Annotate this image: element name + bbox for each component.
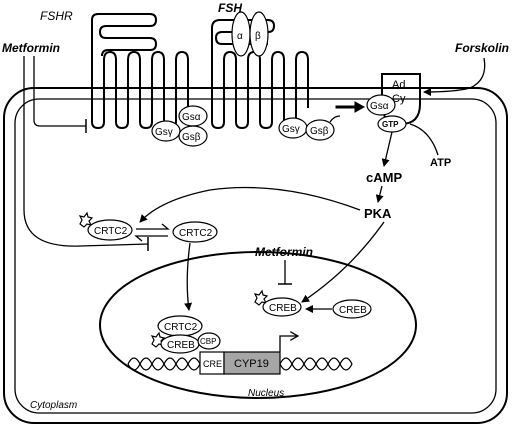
crtc2-complex-label: CRTC2 [164,322,198,333]
gtp-label: GTP [382,120,399,129]
adcy-label-line1: Ad [392,79,405,91]
crtc2-phospho-label: CRTC2 [94,226,128,237]
adcy-label-line2: Cy [392,93,406,105]
metformin-top-label: Metformin [2,41,60,55]
metformin-nucleus-label: Metformin [255,245,313,259]
gs-alpha-left-label: Gsα [182,112,201,123]
nucleus-envelope [99,251,417,399]
adcy-to-camp-arrow [381,131,393,167]
fsh-beta-subunit [249,11,269,57]
creb-phospho-label: CREB [269,303,297,314]
gs-gamma-mid-label: Gsγ [282,124,300,135]
cytoplasm-label: Cytoplasm [30,400,77,411]
camp-label: cAMP [366,170,402,185]
cyp19-gene [223,351,281,375]
creb-complex-label: CREB [167,340,195,351]
creb-label: CREB [339,305,367,316]
gs-beta-left [178,125,208,147]
pka-label: PKA [364,206,392,221]
fshr-receptor [91,13,189,130]
atp-to-adcy-line [409,123,439,156]
creb [332,299,372,319]
pka-to-creb-arrow [301,221,385,303]
equilibrium-forward [136,223,170,230]
cbp [197,332,221,350]
equilibrium-backward [134,235,168,242]
fsh-hormone: α β [231,11,269,57]
crtc2-to-nucleus-arrow [184,242,193,311]
metformin-inhibit-fshr [33,56,86,127]
gs-gamma-left [151,120,181,142]
crtc2-label: CRTC2 [179,228,213,239]
metformin-inhibit-crtc2 [23,56,149,247]
cbp-label: CBP [200,337,216,346]
crtc2-phospho [87,219,133,241]
phosphate-star-crtc2 [78,211,94,228]
gs-beta-left-label: Gsβ [182,132,201,143]
cell-membrane-inner [14,98,497,414]
nucleus-label: Nucleus [248,388,284,399]
phosphate-star-creb [253,289,269,306]
pka-to-crtc2-arrow [139,186,361,223]
camp-to-pka-arrow [375,185,384,203]
crtc2 [172,221,218,243]
gs-alpha-right-label: Gsα [370,101,389,112]
gs-beta-mid-label: Gsβ [310,126,329,137]
forskolin-label: Forskolin [455,41,509,55]
transcription-start-arrow [279,336,298,352]
fshr-label: FSHR [40,9,73,23]
gs-beta-mid-anchor [329,115,341,123]
g-protein-activation-arrow [335,101,366,113]
fsh-beta-label: β [255,31,261,42]
fsh-alpha-label: α [237,31,243,42]
gs-alpha-right [366,94,396,116]
forskolin-arrow [423,57,486,96]
atp-label: ATP [430,157,451,169]
dna-helix [127,357,353,371]
creb-phospho [262,297,302,317]
fsh-label: FSH [218,1,242,15]
gs-gamma-left-label: Gsγ [155,127,173,138]
cre-label: CRE [203,359,222,369]
cell-membrane-outer [3,87,508,424]
cyp19-label: CYP19 [234,358,269,370]
gs-beta-mid [305,119,335,141]
